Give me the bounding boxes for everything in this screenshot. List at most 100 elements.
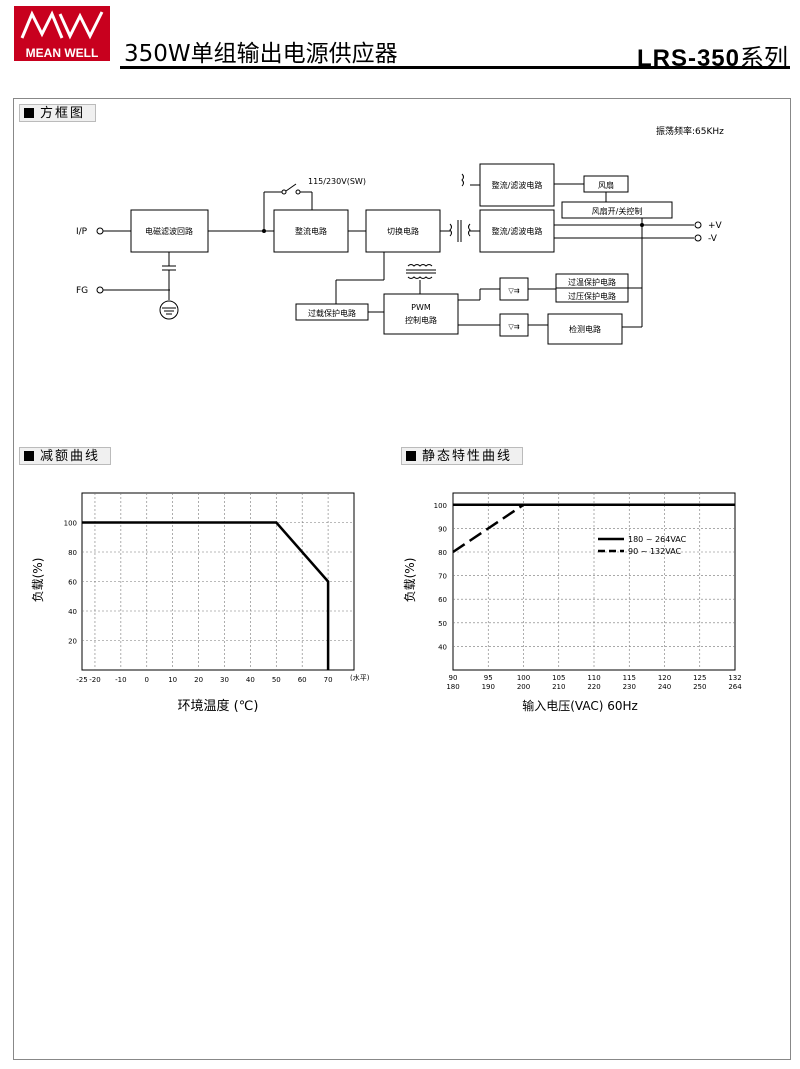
detection-block	[547, 313, 623, 345]
neg-v-label: -V	[708, 234, 718, 244]
fg-label: FG	[76, 286, 88, 296]
block-diagram: 振荡频率:65KHz I/P FG 电磁滤波回路 115/230V(SW) 整流…	[76, 125, 724, 345]
svg-text:▽⇉: ▽⇉	[508, 323, 519, 331]
ovp-label: 过压保护电路	[568, 291, 616, 301]
derating-x-tick: 70	[324, 676, 333, 684]
switching-label: 切换电路	[387, 226, 419, 236]
static-series-dashed	[452, 503, 525, 554]
derating-x-tick: 60	[298, 676, 307, 684]
neg-v-terminal	[694, 234, 702, 242]
static-x-tick-bottom: 250	[693, 683, 706, 691]
voltage-switch-label: 115/230V(SW)	[308, 177, 366, 186]
static-y-tick: 90	[438, 525, 447, 533]
legend-solid-label: 180 ~ 264VAC	[628, 535, 687, 544]
fan-label: 风扇	[598, 180, 614, 190]
derating-x-tick: 30	[220, 676, 229, 684]
derating-x-tick: 20	[194, 676, 203, 684]
static-legend: 180 ~ 264VAC 90 ~ 132VAC	[598, 535, 687, 556]
static-x-tick-top: 100	[517, 674, 530, 682]
static-x-tick-top: 95	[484, 674, 493, 682]
static-x-tick-top: 110	[587, 674, 600, 682]
derating-y-label: 负载(%)	[31, 558, 45, 603]
static-y-label: 负载(%)	[403, 558, 417, 603]
static-x-tick-bottom: 210	[552, 683, 565, 691]
fan-control-block	[561, 201, 673, 219]
static-label: 静态特性曲线	[401, 447, 524, 465]
otp-label: 过温保护电路	[568, 277, 616, 287]
pwm-block	[383, 293, 459, 335]
derating-x-tick: -20	[89, 676, 100, 684]
header-rule	[120, 66, 790, 69]
derating-x-tick: 50	[272, 676, 281, 684]
static-x-tick-bottom: 200	[517, 683, 530, 691]
static-x-tick-bottom: 220	[587, 683, 600, 691]
static-label-text: 静态特性曲线	[422, 449, 513, 464]
derating-y-tick: 40	[68, 608, 77, 616]
meanwell-logo: MEAN WELL	[14, 6, 110, 61]
derating-y-tick: 100	[64, 520, 77, 528]
logo-text: MEAN WELL	[25, 46, 99, 60]
pos-v-label: +V	[708, 221, 723, 231]
static-x-tick-bottom: 230	[623, 683, 636, 691]
derating-label: 减额曲线	[19, 447, 112, 465]
main-transformer-icon	[449, 223, 452, 237]
static-y-tick: 70	[438, 573, 447, 581]
switching-block	[365, 209, 441, 253]
block-diagram-label: 方框图	[19, 104, 97, 122]
emi-filter-label: 电磁滤波回路	[145, 226, 193, 236]
static-x-tick-top: 125	[693, 674, 706, 682]
static-x-label: 输入电压(VAC) 60Hz	[522, 698, 638, 713]
static-y-tick: 80	[438, 549, 447, 557]
derating-x-tick: -25	[76, 676, 87, 684]
fg-terminal	[96, 286, 104, 294]
document-title: 350W单组输出电源供应器	[124, 41, 398, 67]
input-terminal	[96, 227, 104, 235]
olp-label: 过载保护电路	[308, 308, 356, 318]
derating-label-text: 减额曲线	[40, 449, 101, 464]
content-frame	[13, 98, 791, 1060]
static-y-tick: 100	[434, 502, 447, 510]
derating-x-tick: 0	[145, 676, 149, 684]
rect-filter-fan-label: 整流/滤波电路	[492, 180, 543, 190]
derating-x-tick: 10	[168, 676, 177, 684]
static-y-tick: 40	[438, 643, 447, 651]
detection-label: 检测电路	[569, 324, 601, 334]
mw-logo-icon	[20, 10, 104, 40]
static-chart: 9018095190100200105210110220115230120240…	[403, 492, 742, 713]
static-y-tick: 50	[438, 620, 447, 628]
pwm-label-2: 控制电路	[405, 315, 437, 325]
feedback-transformer-icon	[407, 264, 433, 267]
derating-x-tick: 40	[246, 676, 255, 684]
derating-x-unit: (水平)	[350, 673, 370, 682]
derating-x-tick: -10	[115, 676, 126, 684]
derating-chart: -25-20 -10 0 10 20 30 40 50 60 70 20 40 60 80 100 (水平)…	[31, 492, 370, 714]
derating-series-line	[82, 521, 330, 670]
pos-v-terminal	[694, 221, 702, 229]
derating-x-label: 环境温度 (℃)	[178, 698, 259, 714]
derating-y-tick: 60	[68, 579, 77, 587]
rectifier-label: 整流电路	[295, 226, 327, 236]
derating-y-tick: 80	[68, 549, 77, 557]
rect-filter-out-block	[479, 209, 555, 253]
static-x-tick-bottom: 264	[728, 683, 742, 691]
static-x-tick-bottom: 190	[482, 683, 495, 691]
derating-y-tick: 20	[68, 638, 77, 646]
svg-text:▽⇉: ▽⇉	[508, 287, 519, 295]
legend-dashed-label: 90 ~ 132VAC	[628, 547, 682, 556]
static-x-tick-top: 90	[449, 674, 458, 682]
emi-filter-block	[130, 209, 209, 253]
static-x-tick-top: 115	[623, 674, 636, 682]
pwm-label-1: PWM	[411, 303, 431, 312]
static-x-tick-bottom: 240	[658, 683, 671, 691]
rect-filter-fan-block	[479, 163, 555, 207]
fan-control-label: 风扇开/关控制	[592, 206, 643, 216]
osc-frequency: 振荡频率:65KHz	[656, 125, 724, 137]
static-y-tick: 60	[438, 596, 447, 604]
static-x-tick-top: 132	[728, 674, 741, 682]
rect-filter-out-label: 整流/滤波电路	[492, 226, 543, 236]
static-x-tick-bottom: 180	[446, 683, 459, 691]
static-x-tick-top: 120	[658, 674, 671, 682]
fan-transformer-icon	[461, 173, 464, 187]
static-x-tick-top: 105	[552, 674, 565, 682]
block-diagram-label-text: 方框图	[40, 106, 86, 121]
